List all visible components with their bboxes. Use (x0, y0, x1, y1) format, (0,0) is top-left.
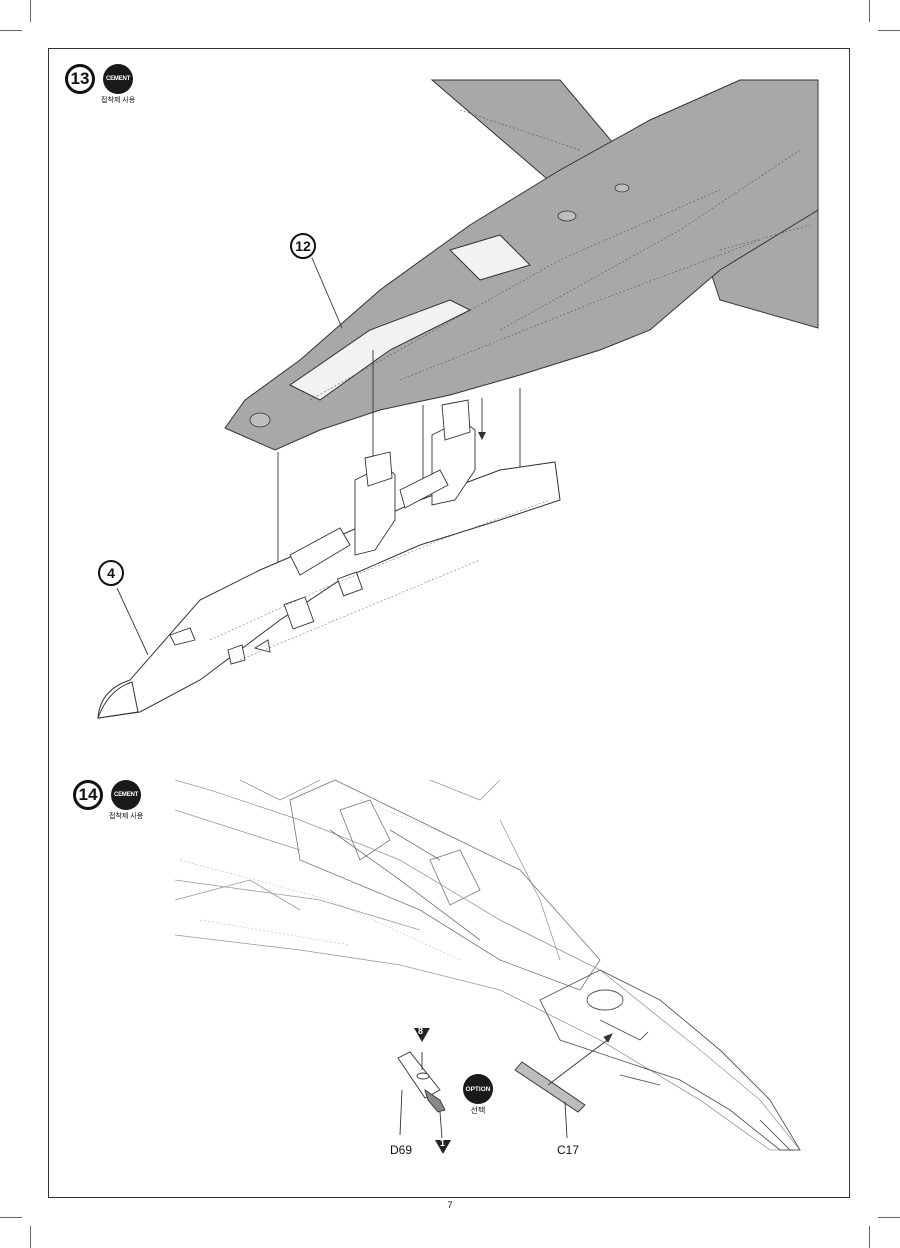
part-label-d69: D69 (390, 1143, 413, 1157)
page-frame (48, 48, 850, 1198)
crop-mark (869, 1226, 870, 1248)
marker-1: 1 (440, 1138, 446, 1148)
crop-mark (30, 1226, 31, 1248)
callout-lower-fuselage: 4 (98, 560, 124, 586)
step-number: 14 (73, 780, 103, 810)
lower-fuselage-part (97, 461, 561, 719)
cement-label: 접착제 사용 (101, 97, 136, 104)
callout-upper-fuselage: 12 (290, 233, 316, 259)
cement-icon: CEMENT (103, 64, 134, 94)
cement-icon: CEMENT (111, 780, 142, 810)
option-badge: OPTION 선택 (463, 1074, 493, 1116)
step-number: 13 (65, 64, 95, 94)
crop-mark (878, 30, 900, 31)
page-number: 7 (447, 1200, 453, 1210)
cement-badge: CEMENT 접착제 사용 (109, 780, 143, 821)
option-icon: OPTION (463, 1074, 493, 1104)
crop-mark (869, 0, 870, 22)
part-c17 (514, 1033, 613, 1139)
upper-fuselage-part (224, 79, 819, 451)
assembled-fuselage-ghost (174, 779, 801, 1151)
cement-badge: CEMENT 접착제 사용 (101, 64, 135, 105)
part-d69 (397, 1051, 446, 1139)
marker-triangle (414, 1028, 430, 1042)
step-14-header: 14 CEMENT 접착제 사용 (73, 780, 143, 821)
crop-mark (0, 30, 22, 31)
crop-mark (878, 1217, 900, 1218)
marker-triangle (435, 1140, 451, 1154)
crop-mark (0, 1217, 22, 1218)
part-label-c17: C17 (557, 1143, 580, 1157)
cement-label: 접착제 사용 (109, 813, 144, 820)
option-label: 선택 (470, 1106, 486, 1115)
step-13-header: 13 CEMENT 접착제 사용 (65, 64, 135, 105)
crop-mark (30, 0, 31, 22)
marker-8: 8 (418, 1026, 424, 1036)
